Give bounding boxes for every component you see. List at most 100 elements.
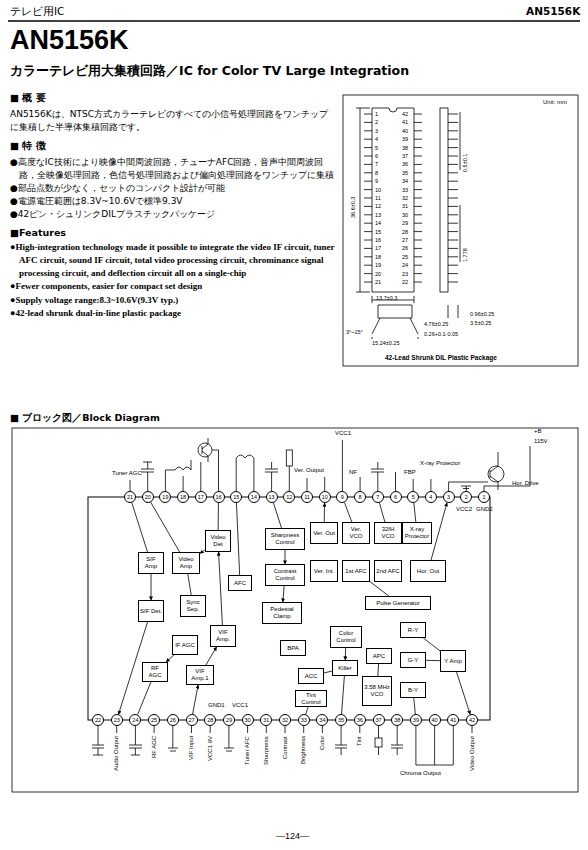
block-label: VIF Amp.1 — [188, 668, 212, 681]
function-block: IF AGC — [172, 635, 198, 655]
signal-connector — [324, 503, 325, 522]
pin-number: 27 — [402, 237, 408, 243]
pin-number: 32 — [402, 195, 408, 201]
signal-connector — [219, 552, 223, 625]
function-block: Ver. Int. — [310, 560, 338, 582]
pin-number: 26 — [402, 245, 408, 251]
signal-label: —124— — [276, 832, 309, 842]
pin-number: 25 — [402, 254, 408, 260]
pin-number: 6 — [375, 153, 378, 159]
pin-circle: 31 — [260, 714, 272, 726]
body-text: ●42-lead shrunk dual-in-line plastic pac… — [10, 307, 336, 320]
pin-number: 35 — [402, 170, 408, 176]
pin-number: 25 — [151, 717, 157, 723]
pin-number: 15 — [375, 229, 381, 235]
signal-label: Sharpness — [263, 736, 270, 765]
signal-connector — [206, 647, 217, 665]
text-column: ■ 概 要AN5156Kは、NTSC方式カラーテレビのすべての小信号処理回路をワ… — [10, 86, 336, 320]
signal-connector — [285, 550, 286, 564]
pin-circle: 39 — [410, 714, 422, 726]
pin-circle: 34 — [316, 714, 328, 726]
dimension-label: 4.76±0.25 — [424, 321, 448, 327]
pin-number: 27 — [188, 717, 194, 723]
pin-number: 38 — [394, 717, 400, 723]
signal-connector — [345, 648, 346, 660]
dimension-label: 13.7±0.3 — [376, 295, 397, 301]
signal-label: 115V — [534, 438, 548, 445]
block-label: VIF Amp. — [212, 629, 234, 642]
pin-number: 5 — [412, 494, 415, 500]
diagram-frame — [12, 428, 578, 792]
signal-connector — [345, 503, 352, 522]
pin-number: 2 — [465, 494, 468, 500]
pin-number: 8 — [375, 170, 378, 176]
block-label: B-Y — [408, 687, 418, 694]
pin-number: 33 — [402, 187, 408, 193]
signal-connector — [342, 676, 345, 714]
signal-label: Tuner AGC — [112, 470, 142, 477]
signal-connector — [431, 503, 447, 560]
pin-number: 14 — [375, 220, 381, 226]
package-drawing — [372, 337, 418, 339]
pin-number: 15 — [233, 494, 239, 500]
pin-circle: 11 — [301, 491, 313, 503]
function-block: AFC — [228, 575, 252, 591]
function-block: Contrast Control — [265, 564, 305, 586]
external-circuit-bottom — [92, 726, 472, 765]
function-block: R-Y — [400, 622, 426, 638]
pin-circle: 14 — [248, 491, 260, 503]
external-circuit-top — [307, 440, 431, 491]
package-drawing — [448, 305, 458, 318]
pin-circle: 38 — [391, 714, 403, 726]
pin-number: 6 — [394, 494, 397, 500]
pin-circle: 13 — [266, 491, 278, 503]
pin-number: 36 — [402, 161, 408, 167]
pin-number: 3 — [447, 494, 450, 500]
external-circuit-bottom — [117, 726, 472, 733]
pin-circle: 17 — [195, 491, 207, 503]
pin-number: 26 — [170, 717, 176, 723]
pin-circle: 35 — [335, 714, 347, 726]
section-heading: ■ 特 徴 — [10, 140, 336, 153]
signal-label: Chroma Output — [400, 770, 441, 777]
signal-connector — [151, 502, 180, 552]
pin-number: 12 — [286, 494, 292, 500]
function-block: X-ray Protector — [402, 522, 432, 544]
package-drawing — [343, 95, 578, 366]
dimension-label: Unit: mm — [543, 99, 567, 106]
pin-number: 24 — [402, 262, 408, 268]
signal-label: 42-Lead Shrunk DIL Plastic Package — [385, 354, 497, 361]
external-circuit-top — [202, 438, 208, 462]
pin-number: 10 — [375, 187, 381, 193]
block-label: Pedestal Clamp — [264, 606, 300, 619]
function-block: 3.58 MHz VCO — [362, 676, 392, 706]
body-text: ●Supply voltage range:8.3~10.6V(9.3V typ… — [10, 294, 336, 307]
diagram-frame — [88, 497, 490, 720]
external-circuit-top — [130, 480, 131, 491]
pin-number: 38 — [402, 145, 408, 151]
block-label: AFC — [234, 580, 246, 587]
function-block: Sync Sep. — [180, 595, 206, 617]
external-circuit-top — [165, 460, 191, 491]
pin-number: 34 — [319, 717, 325, 723]
pin-number: 30 — [245, 717, 251, 723]
pin-circle: 27 — [186, 714, 198, 726]
signal-label: VCC1 9V — [207, 736, 214, 761]
pin-circle: 16 — [213, 491, 225, 503]
external-circuit-top — [130, 438, 530, 491]
signal-connector — [306, 707, 308, 714]
block-label: Ver. Out — [313, 530, 335, 537]
external-circuit-top — [236, 455, 254, 491]
pin-circle: 15 — [230, 491, 242, 503]
pin-circle: 22 — [92, 714, 104, 726]
pin-circle: 41 — [447, 714, 459, 726]
pin-number: 31 — [263, 717, 269, 723]
pin-circle: 25 — [148, 714, 160, 726]
external-circuit-bottom — [375, 738, 382, 747]
package-drawing — [440, 108, 448, 292]
pin-circle: 26 — [167, 714, 179, 726]
external-circuit-top — [200, 462, 201, 491]
pin-number: 4 — [429, 494, 432, 500]
function-block: Sharpness Control — [265, 528, 305, 550]
pin-number: 37 — [375, 717, 381, 723]
